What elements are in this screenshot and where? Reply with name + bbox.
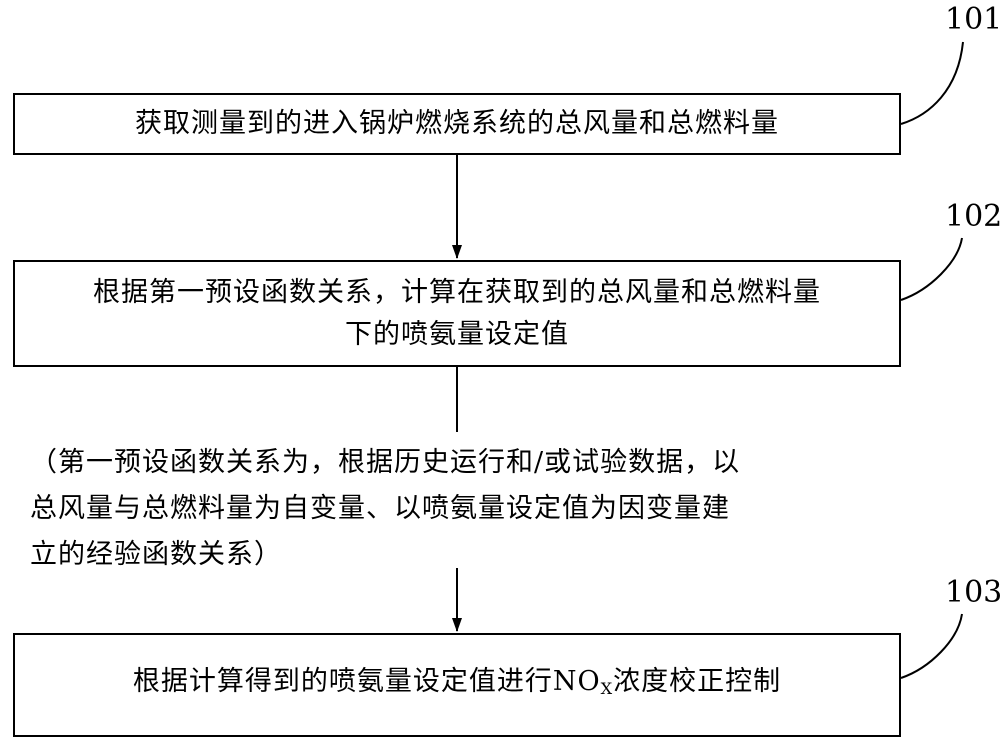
note-line-1: （第一预设函数关系为，根据历史运行和/或试验数据，以 [30,447,741,478]
step-101-text: 获取测量到的进入锅炉燃烧系统的总风量和总燃料量 [135,108,779,139]
step-103-text-after: 浓度校正控制 [613,665,782,697]
step-box-103: 根据计算得到的喷氨量设定值进行NOX浓度校正控制 [13,633,901,737]
step-102-text-line-2: 下的喷氨量设定值 [345,318,569,350]
leader-line-103 [900,613,963,679]
function-relation-note: （第一预设函数关系为，根据历史运行和/或试验数据，以 总风量与总燃料量为自变量、… [30,440,910,578]
step-103-text: 根据计算得到的喷氨量设定值进行NOX浓度校正控制 [133,661,781,710]
step-label-101: 101 [945,2,1000,37]
note-line-3: 立的经验函数关系） [30,539,282,570]
step-103-subscript: X [600,678,614,698]
step-label-102: 102 [945,199,1000,234]
step-box-102: 根据第一预设函数关系，计算在获取到的总风量和总燃料量 下的喷氨量设定值 [13,260,901,367]
step-box-101: 获取测量到的进入锅炉燃烧系统的总风量和总燃料量 [13,93,901,155]
leader-line-101 [900,41,964,125]
step-label-103: 103 [945,575,1000,610]
note-line-2: 总风量与总燃料量为自变量、以喷氨量设定值为因变量建 [30,493,730,524]
step-102-text-line-1: 根据第一预设函数关系，计算在获取到的总风量和总燃料量 [93,276,821,308]
step-103-text-before: 根据计算得到的喷氨量设定值进行NO [132,665,601,697]
leader-line-102 [900,237,963,301]
